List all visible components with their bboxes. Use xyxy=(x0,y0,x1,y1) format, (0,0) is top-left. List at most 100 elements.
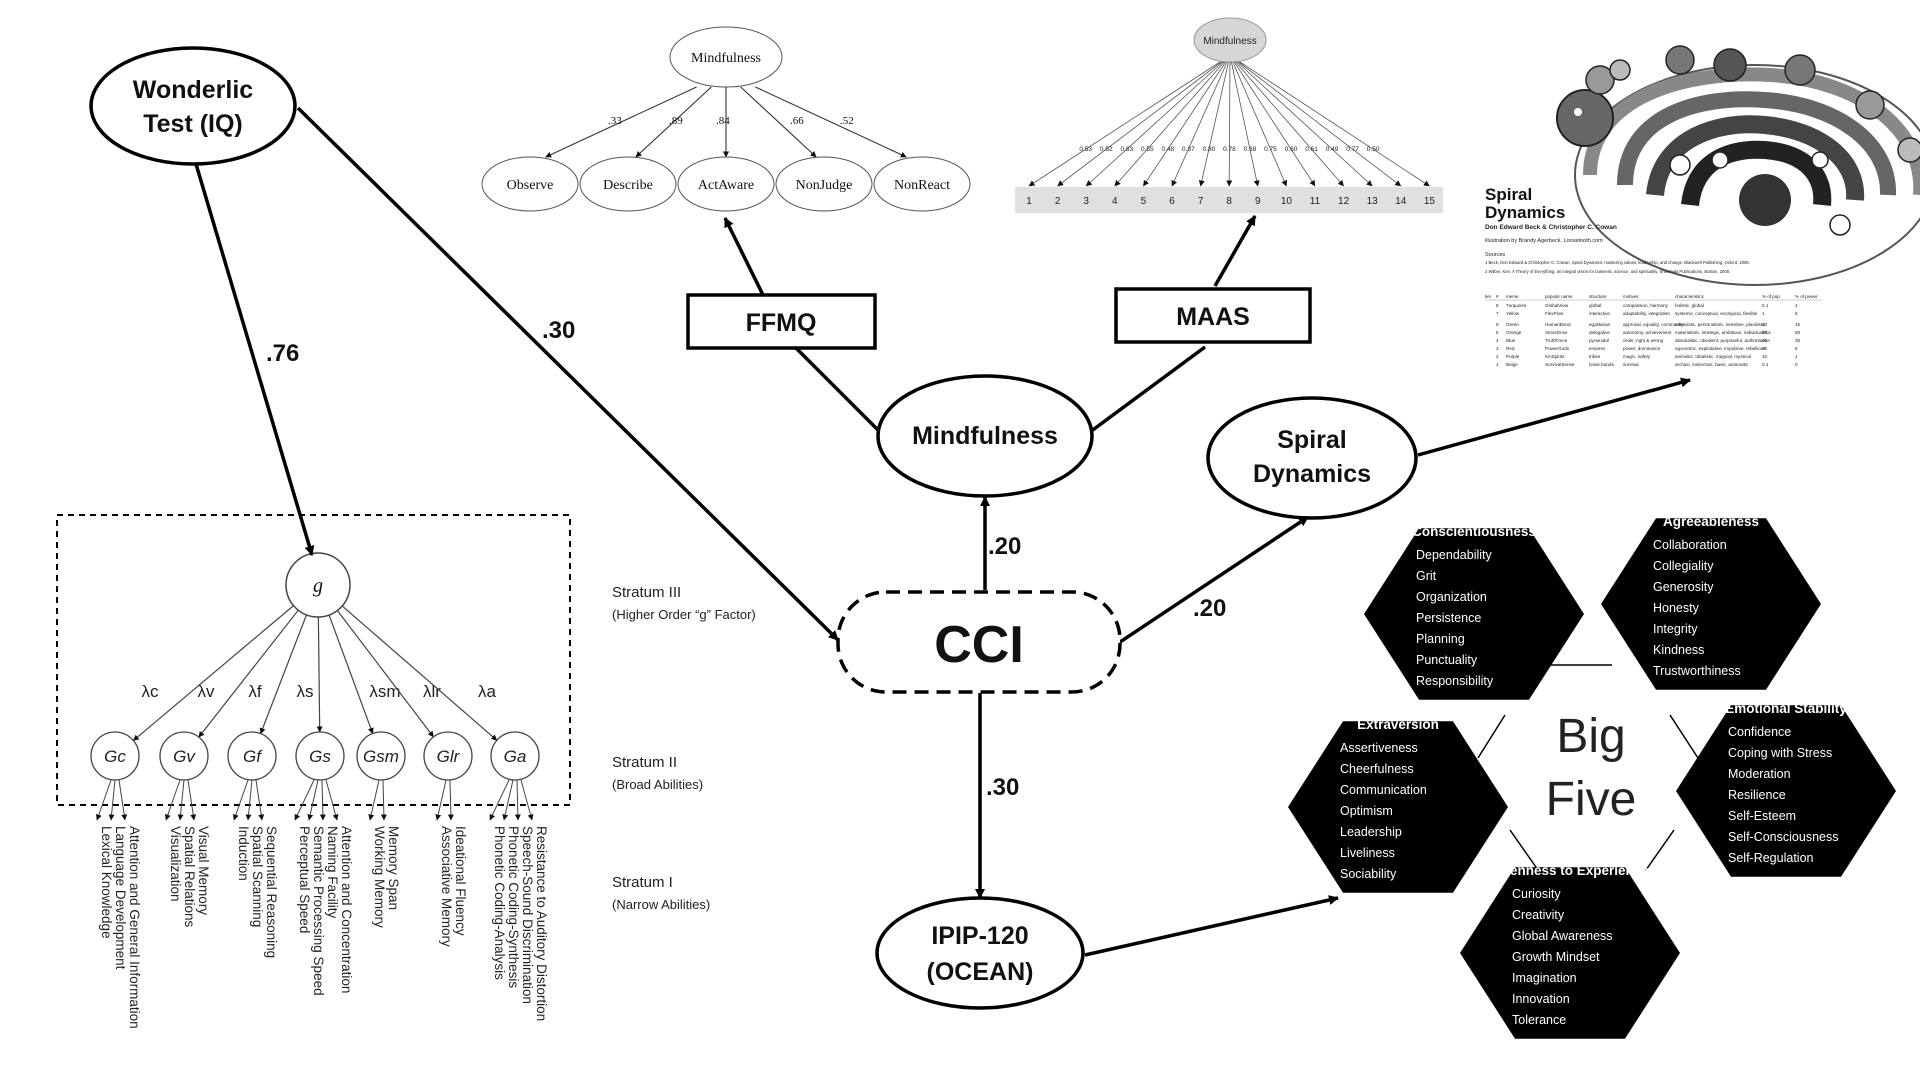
spiral-table-cell: 0 xyxy=(1795,362,1798,367)
spiral-table-cell: 3 xyxy=(1496,346,1499,351)
edge-ffmq-model xyxy=(723,217,765,296)
chc-narrow-edge xyxy=(319,779,326,821)
chc-broad-label: Glr xyxy=(437,747,461,766)
wonderlic-label-line2: Test (IQ) xyxy=(143,110,243,138)
spiral-table-cell: tribes xyxy=(1589,354,1601,359)
stratum-3-subtitle: (Higher Order “g” Factor) xyxy=(612,607,756,622)
spiral-table-cell: StriveDrive xyxy=(1545,330,1568,335)
chc-broad-label: Gc xyxy=(104,747,126,766)
maas-item-label: 4 xyxy=(1112,196,1118,207)
stratum-2-title: Stratum II xyxy=(612,754,677,771)
spiral-table-cell: KinSpirits xyxy=(1545,354,1565,359)
spiral-table-cell: pyramidal xyxy=(1589,338,1609,343)
chc-narrow-label: Lexical Knowledge xyxy=(99,826,114,939)
spiral-table-cell: Orange xyxy=(1506,330,1522,335)
chc-narrow-label: Perceptual Speed xyxy=(297,826,312,933)
spiral-table-cell: 15 xyxy=(1795,322,1801,327)
spiral-table-cell: 30 xyxy=(1762,330,1768,335)
chc-lambda-label: λv xyxy=(198,682,216,701)
chc-narrow-edge xyxy=(187,779,197,821)
chc-loading-edge xyxy=(341,605,498,741)
spiral-node: Spiral Dynamics xyxy=(1206,396,1418,520)
chc-loading-edge xyxy=(198,609,299,738)
chc-narrow-label: Ideational Fluency xyxy=(453,826,468,936)
spiral-table-cell: Turquoise xyxy=(1506,303,1527,308)
chc-broad-node xyxy=(295,731,345,781)
spiral-table-cell: approval, equality, community xyxy=(1623,322,1684,327)
spiral-table-cell: GlobalView xyxy=(1545,303,1569,308)
chc-narrow-edge xyxy=(368,779,380,821)
spiral-table-cell: FlexFlow xyxy=(1545,311,1564,316)
spiral-table-header: % of power xyxy=(1795,294,1818,299)
spiral-table-cell: 8 xyxy=(1496,303,1499,308)
maas-loading-label: 0.80 xyxy=(1203,146,1216,153)
spiral-table-cell: global xyxy=(1589,303,1601,308)
maas-item-label: 11 xyxy=(1310,196,1321,207)
chc-lambda-label: λf xyxy=(248,682,262,701)
maas-loading-label: 0.49 xyxy=(1326,146,1339,153)
maas-loading-label: 0.50 xyxy=(1367,146,1380,153)
chc-loading-edge xyxy=(259,614,308,735)
maas-loading-edge xyxy=(1171,61,1228,187)
g-factor-node xyxy=(285,552,351,618)
spiral-illustration xyxy=(1556,45,1920,286)
maas-items-band xyxy=(1015,187,1443,213)
big-five-facet: Imagination xyxy=(1512,971,1577,985)
spiral-table-header: # xyxy=(1496,294,1499,299)
maas-loading-edge xyxy=(1114,61,1225,187)
ffmq-facet-label: NonReact xyxy=(894,178,950,193)
spiral-table-cell: relativistic, personalistic, sensitive, … xyxy=(1675,322,1766,327)
big-five-facet: Self-Esteem xyxy=(1728,809,1796,823)
maas-loading-label: 0.77 xyxy=(1346,146,1359,153)
big-five-trait-name: Conscientiousness xyxy=(1412,524,1536,539)
spiral-table-header: % of pop. xyxy=(1762,294,1781,299)
spiral-label-line1: Spiral xyxy=(1277,426,1346,454)
edge-maas-model xyxy=(1213,215,1257,287)
spiral-table-cell: survival xyxy=(1623,362,1639,367)
spiral-table-header: structure xyxy=(1589,294,1607,299)
spiral-table-cell: loose bands xyxy=(1589,362,1614,367)
spiral-card-sources-label: Sources xyxy=(1485,252,1505,258)
spiral-table-header: characteristics xyxy=(1675,294,1705,299)
maas-loading-edge xyxy=(1226,61,1233,187)
spiral-table-cell: SurvivalSense xyxy=(1545,362,1575,367)
big-five-facet: Coping with Stress xyxy=(1728,746,1832,760)
maas-item-label: 5 xyxy=(1141,196,1147,207)
chc-narrow-edge xyxy=(502,779,514,821)
ffmq-facet-node xyxy=(775,156,873,212)
spiral-table-cell: magic, safety xyxy=(1623,354,1651,359)
maas-loading-label: 0.61 xyxy=(1305,146,1318,153)
maas-loading-label: 0.68 xyxy=(1244,146,1257,153)
big-five-facet: Honesty xyxy=(1653,601,1700,615)
big-five-facet: Innovation xyxy=(1512,992,1570,1006)
chc-narrow-label: Memory Span xyxy=(386,826,401,910)
ffmq-facet-label: ActAware xyxy=(698,178,754,193)
big-five-facet: Collegiality xyxy=(1653,559,1714,573)
spiral-table-cell: 30 xyxy=(1795,338,1801,343)
big-five-facet: Trustworthiness xyxy=(1653,664,1741,678)
edge-wonderlic-cci xyxy=(296,106,840,642)
big-five-trait-name: Agreeableness xyxy=(1663,514,1759,529)
maas-loading-label: 0.52 xyxy=(1100,146,1113,153)
spiral-table-cell: archaic, instinctive, basic, automatic xyxy=(1675,362,1749,367)
big-five-title-line1: Big xyxy=(1556,710,1625,763)
chc-broad-label: Gv xyxy=(173,747,196,766)
chc-narrow-label: Spatial Relations xyxy=(182,826,197,928)
mindfulness-node: Mindfulness xyxy=(876,374,1094,498)
maas-loading-edge xyxy=(1028,61,1221,187)
big-five-facet: Dependability xyxy=(1416,548,1492,562)
spiral-table-cell: Beige xyxy=(1506,362,1518,367)
label-cci-ipip: .30 xyxy=(986,774,1019,801)
big-five-trait-name: Openness to Experience xyxy=(1491,863,1649,878)
spiral-table-cell: 1 xyxy=(1762,311,1765,316)
chc-narrow-edge xyxy=(294,779,315,821)
maas-label: MAAS xyxy=(1176,303,1250,331)
maas-box: MAAS xyxy=(1114,287,1312,344)
big-five-facet: Tolerance xyxy=(1512,1013,1566,1027)
big-five-facet: Generosity xyxy=(1653,580,1714,594)
spiral-table-cell: power, dominance xyxy=(1623,346,1661,351)
label-cci-spiral: .20 xyxy=(1193,595,1226,622)
